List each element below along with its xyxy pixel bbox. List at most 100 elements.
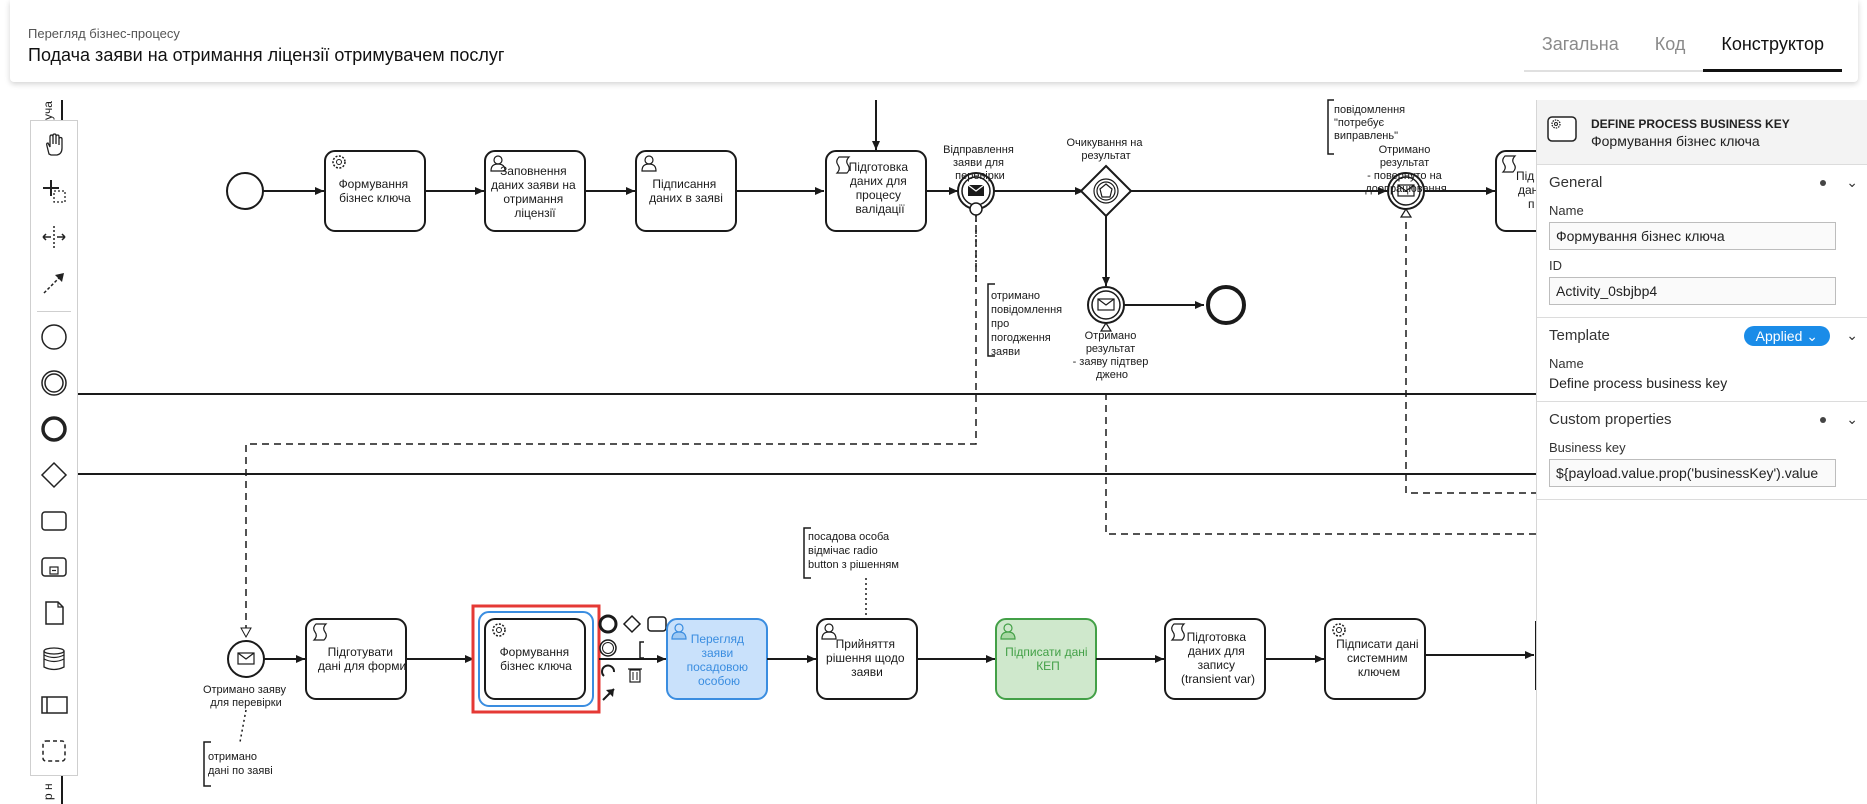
hand-tool-icon[interactable] [38, 129, 70, 161]
end-event-tool-icon[interactable] [38, 413, 70, 445]
page-header: Перегляд бізнес-процесу Подача заяви на … [10, 0, 1858, 82]
pentagon-icon [1099, 183, 1113, 198]
user-icon [490, 155, 506, 172]
task-sign-kep[interactable]: Підписати дані КЕП [995, 618, 1097, 700]
task-label: Підписати дані КЕП [1005, 645, 1091, 673]
template-name-label: Name [1549, 356, 1584, 371]
user-icon [671, 623, 687, 640]
tab-constructor[interactable]: Конструктор [1703, 24, 1842, 72]
gear-icon [1332, 623, 1346, 637]
group-custom-header[interactable]: Custom properties ⌄ [1537, 402, 1867, 436]
service-task-icon [1547, 116, 1577, 142]
gear-icon [332, 155, 346, 169]
event-application-received[interactable] [227, 640, 265, 678]
task-sign-system-key[interactable]: Підписати дані системним ключем [1324, 618, 1426, 700]
append-task-icon[interactable] [647, 616, 667, 632]
element-type: DEFINE PROCESS BUSINESS KEY [1591, 117, 1790, 131]
group-tool-icon[interactable] [38, 735, 70, 767]
space-tool-icon[interactable] [38, 221, 70, 253]
global-connect-tool-icon[interactable] [38, 267, 70, 299]
start-event[interactable] [226, 172, 264, 210]
task-prepare-form-data[interactable]: Підготувати дані для форми [305, 618, 407, 700]
group-general-header[interactable]: General ⌄ [1537, 165, 1867, 199]
tab-code[interactable]: Код [1654, 34, 1686, 54]
script-icon [1501, 155, 1517, 173]
chevron-down-icon[interactable]: ⌄ [1846, 327, 1858, 343]
tab-general[interactable]: Загальна [1541, 34, 1619, 54]
id-input[interactable]: Activity_0sbjbp4 [1549, 277, 1836, 305]
task-business-key-selected[interactable]: Формування бізнес ключа [484, 618, 586, 700]
pool-tool-icon[interactable] [38, 689, 70, 721]
event-result-confirmed[interactable] [1087, 286, 1125, 332]
event-label: Відправлення заяви для перевірки [943, 144, 1017, 182]
group-template-header[interactable]: Template Applied ⌄ ⌄ [1537, 318, 1867, 352]
task-label: Прийняття рішення щодо заяви [826, 637, 908, 679]
gear-icon [492, 623, 506, 637]
event-label: Отримано результат - заяву підтвер джено [1073, 330, 1152, 381]
group-title: General [1549, 173, 1603, 191]
group-title: Template [1549, 326, 1610, 344]
task-label: Підписання даних в заяві [649, 177, 723, 205]
envelope-icon [1397, 184, 1415, 197]
task-fill-application[interactable]: Заповнення даних заяви на отримання ліце… [484, 150, 586, 232]
task-official-review[interactable]: Перегляд заяви посадовою особою [666, 618, 768, 700]
annotation-revision: повідомлення "потребує виправлень" [1334, 104, 1408, 142]
end-event[interactable] [1206, 285, 1246, 325]
group-title: Custom properties [1549, 410, 1672, 428]
group-general: General ⌄ Name Формування бізнес ключа I… [1537, 165, 1867, 318]
template-applied-badge[interactable]: Applied ⌄ [1743, 326, 1830, 346]
annotation-data: отримано дані по заяві [208, 751, 273, 777]
event-result-revision[interactable] [1387, 172, 1425, 218]
task-label: Під дан п [1516, 169, 1542, 211]
annotation-official: посадова особа відмічає radio button з р… [808, 531, 899, 571]
view-tabs: Загальна Код Конструктор [1523, 24, 1842, 72]
script-icon [312, 623, 328, 641]
intermediate-event-tool-icon[interactable] [38, 367, 70, 399]
task-prepare-record-data[interactable]: Підготовка даних для запису (transient v… [1164, 618, 1266, 700]
append-end-event-icon[interactable] [598, 614, 618, 634]
properties-panel: DEFINE PROCESS BUSINESS KEY Формування б… [1536, 100, 1867, 804]
task-label: Підготовка даних для процесу валідації [849, 160, 912, 216]
script-icon [835, 156, 851, 174]
chevron-down-icon[interactable]: ⌄ [1846, 174, 1858, 190]
user-icon [1000, 623, 1016, 640]
gateway-event-based[interactable] [1079, 164, 1133, 218]
gateway-label: Очикування на результат [1066, 137, 1145, 162]
data-object-tool-icon[interactable] [38, 597, 70, 629]
name-input[interactable]: Формування бізнес ключа [1549, 222, 1836, 250]
data-store-tool-icon[interactable] [38, 643, 70, 675]
subprocess-tool-icon[interactable] [38, 551, 70, 583]
data-marker-icon [1820, 417, 1826, 423]
page-title: Подача заяви на отримання ліцензії отрим… [28, 45, 505, 65]
wrench-icon[interactable] [601, 664, 615, 677]
task-sign-application[interactable]: Підписання даних в заяві [635, 150, 737, 232]
business-key-label: Business key [1549, 440, 1626, 455]
tool-palette [30, 120, 78, 776]
append-gateway-icon[interactable] [622, 614, 642, 634]
text-annotation-icon[interactable] [639, 641, 644, 659]
task-tool-icon[interactable] [38, 505, 70, 537]
message-flow-1 [240, 215, 977, 639]
gateway-tool-icon[interactable] [38, 459, 70, 491]
task-label: Перегляд заяви посадовою особою [687, 632, 752, 688]
task-prepare-validation[interactable]: Підготовка даних для процесу валідації [825, 150, 927, 232]
element-name: Формування бізнес ключа [1591, 133, 1760, 149]
bpmn-canvas[interactable]: уча р н Формування бізнес ключа Заповнен… [0, 82, 1867, 804]
script-icon [1170, 623, 1186, 641]
user-icon [641, 155, 657, 172]
chevron-down-icon[interactable]: ⌄ [1846, 411, 1858, 427]
start-event-tool-icon[interactable] [38, 321, 70, 353]
event-label: Отримано результат - повернуто на доопра… [1365, 144, 1446, 195]
message-flow-2 [1105, 393, 1536, 535]
task-decision[interactable]: Прийняття рішення щодо заяви [816, 618, 918, 700]
business-key-input[interactable]: ${payload.value.prop('businessKey').valu… [1549, 459, 1836, 487]
event-send-for-review[interactable] [957, 172, 995, 216]
context-pad[interactable] [598, 614, 667, 701]
envelope-icon [237, 652, 255, 665]
task-label: Підготувати дані для форми [318, 645, 406, 673]
trash-icon[interactable] [628, 668, 642, 683]
task-label: Формування бізнес ключа [339, 177, 412, 205]
task-business-key-top[interactable]: Формування бізнес ключа [324, 150, 426, 232]
group-custom-properties: Custom properties ⌄ Business key ${paylo… [1537, 402, 1867, 500]
lasso-tool-icon[interactable] [38, 175, 70, 207]
